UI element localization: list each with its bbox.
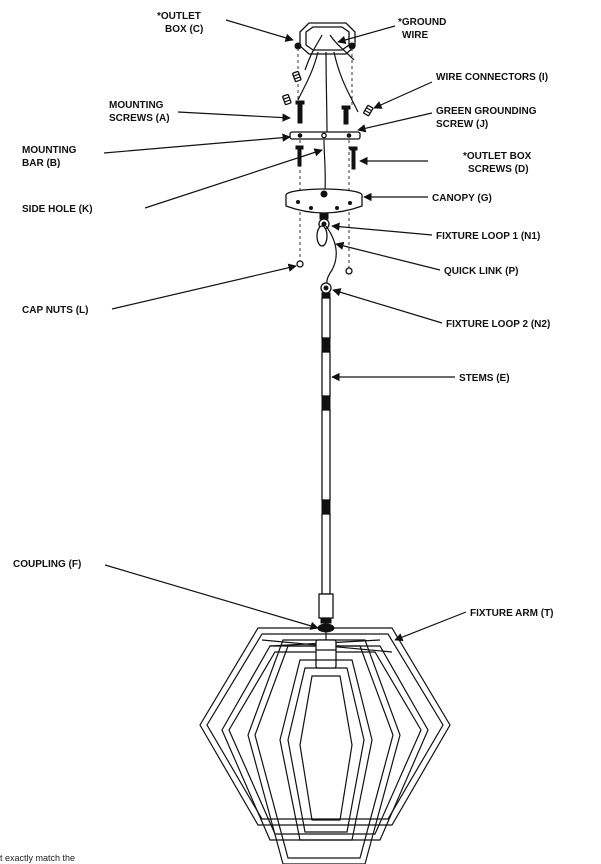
cap-nuts-illustration: [296, 260, 353, 275]
wire-connectors-illustration: [282, 70, 374, 117]
label-fixture-loop-1: FIXTURE LOOP 1 (N1): [436, 231, 540, 242]
label-cap-nuts: CAP NUTS (L): [22, 305, 88, 316]
label-outlet-box-screws-line-2: SCREWS (D): [468, 164, 529, 175]
arrow-coupling: [104, 564, 319, 630]
canopy-illustration: [285, 188, 363, 214]
arrow-fixture-loop-1: [331, 222, 433, 236]
label-canopy: CANOPY (G): [432, 193, 492, 204]
label-outlet-box-line-2: BOX (C): [165, 24, 203, 35]
arrow-side-hole: [144, 148, 323, 209]
fixture-loop-2-illustration: [320, 282, 332, 299]
fixture-wire-upper: [323, 139, 326, 191]
house-wires: [297, 34, 359, 136]
label-ground-wire-line-1: *GROUND: [398, 17, 446, 28]
label-mounting-bar-line-2: BAR (B): [22, 158, 60, 169]
stems-illustration: [321, 297, 331, 595]
label-ground-wire-line-2: WIRE: [402, 30, 428, 41]
coupling-illustration: [317, 593, 335, 633]
label-mounting-screws-line-2: SCREWS (A): [109, 113, 170, 124]
arrow-mounting-bar: [103, 133, 291, 154]
label-mounting-screws-line-1: MOUNTING: [109, 100, 164, 111]
leader-arrows: [103, 19, 467, 642]
label-outlet-box-screws-line-1: *OUTLET BOX: [463, 151, 532, 162]
arrow-mounting-screws: [177, 111, 291, 122]
arrow-quick-link: [335, 241, 441, 271]
label-fixture-loop-2: FIXTURE LOOP 2 (N2): [446, 319, 550, 330]
arrow-wire-connectors: [373, 81, 433, 109]
label-green-grounding-screw-line-1: GREEN GROUNDING: [436, 106, 537, 117]
outlet-box-screws-illustration: [295, 145, 358, 170]
quick-link-illustration: [316, 225, 337, 287]
part-labels: *OUTLET BOX (C) *GROUND WIRE WIRE CONNEC…: [0, 11, 554, 863]
label-coupling: COUPLING (F): [13, 559, 81, 570]
arrow-fixture-loop-2: [332, 288, 443, 324]
arrow-green-grounding-screw: [357, 112, 433, 133]
arrow-cap-nuts: [111, 263, 297, 310]
arrow-ground-wire: [337, 25, 396, 45]
footnote-fragment: t exactly match the: [0, 853, 75, 863]
label-green-grounding-screw-line-2: SCREW (J): [436, 119, 488, 130]
arrow-fixture-arm: [394, 611, 467, 642]
outlet-box-illustration: [294, 22, 356, 55]
label-stems: STEMS (E): [459, 373, 510, 384]
label-quick-link: QUICK LINK (P): [444, 266, 518, 277]
label-mounting-bar-line-1: MOUNTING: [22, 145, 77, 156]
arrow-outlet-box: [225, 19, 294, 42]
mounting-screws-illustration: [295, 100, 351, 125]
mounting-bar-illustration: [289, 131, 361, 140]
label-fixture-arm: FIXTURE ARM (T): [470, 608, 554, 619]
fixture-arm-illustration: [199, 627, 451, 864]
label-outlet-box-line-1: *OUTLET: [157, 11, 201, 22]
label-side-hole: SIDE HOLE (K): [22, 204, 93, 215]
label-wire-connectors: WIRE CONNECTORS (I): [436, 72, 548, 83]
